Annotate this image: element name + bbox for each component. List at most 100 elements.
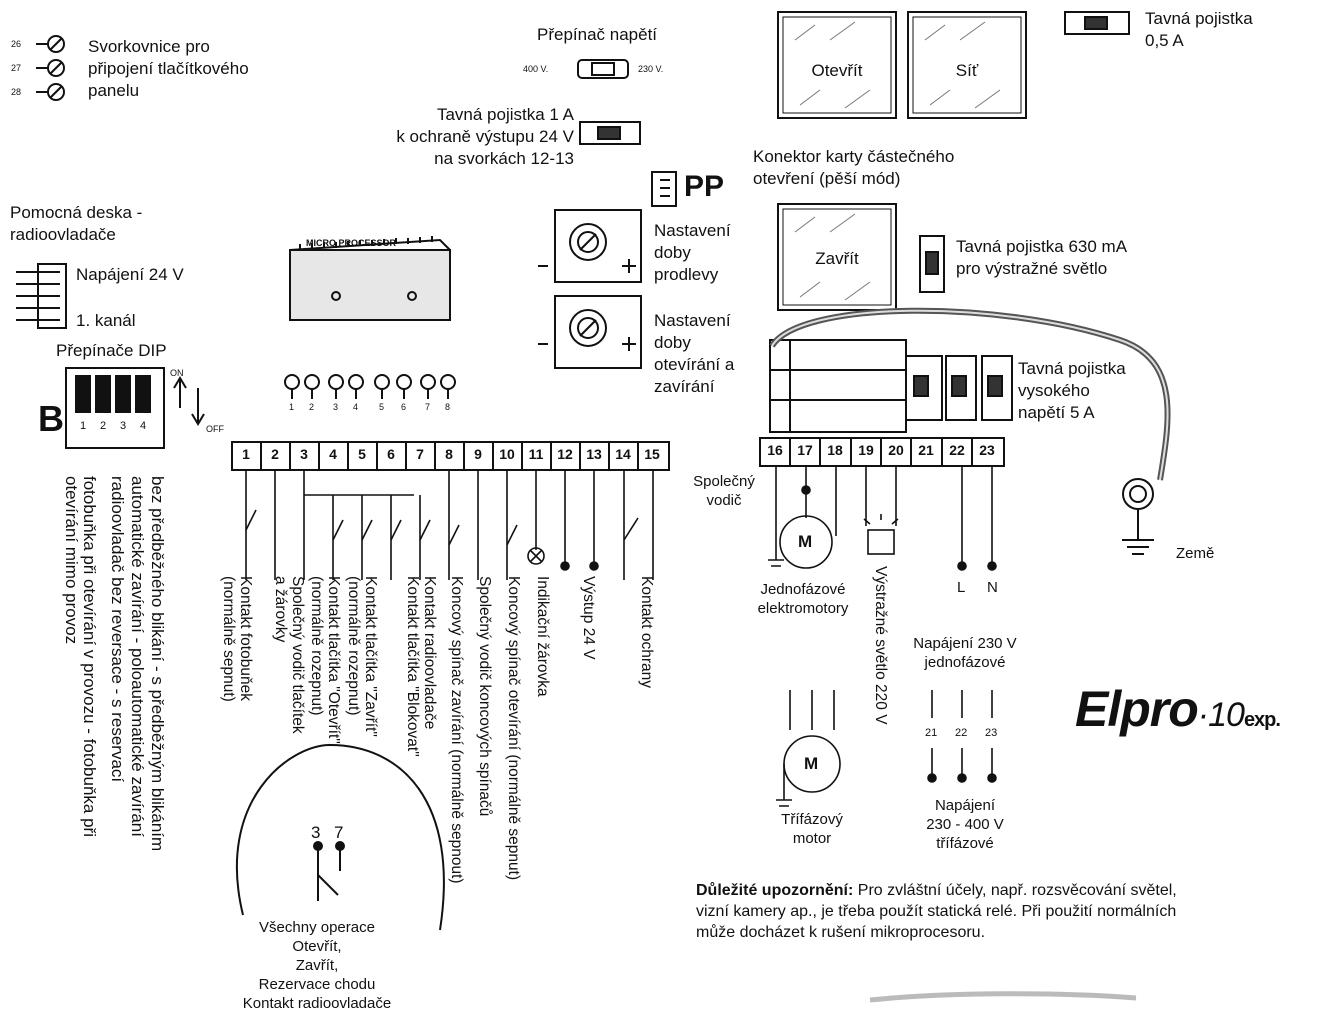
- open-close-potentiometer-icon: [538, 295, 642, 369]
- partial-open-connector-label: Konektor karty částečného otevření (pěší…: [753, 147, 955, 188]
- terminal-2: 2: [271, 446, 279, 462]
- terminal-9: 9: [474, 446, 482, 462]
- terminal-number-26: 26: [11, 39, 22, 49]
- open-close-setting-label: Nastavení doby otevírání a zavírání: [654, 311, 735, 396]
- fuse-1a-icon: [579, 121, 641, 145]
- terminal-15: 15: [644, 446, 660, 462]
- terminal-19: 19: [858, 442, 874, 458]
- led-number-2: 2: [309, 402, 315, 412]
- warning-light-label: Výstražné světlo 220 V: [872, 566, 889, 725]
- brand-sub: ·10: [1197, 696, 1245, 734]
- dip-number-3: 3: [120, 420, 127, 432]
- terminal-desc-indicator: Indikační žárovka: [534, 576, 551, 697]
- led-net-window: [907, 11, 1027, 119]
- channel-1-label: 1. kanál: [76, 311, 136, 330]
- terminal-23: 23: [979, 442, 995, 458]
- fuse-05a-label: Tavná pojistka 0,5 A: [1145, 9, 1253, 50]
- terminal-3: 3: [300, 446, 308, 462]
- note-line3: může docházet k rušení mikroprocesoru.: [696, 924, 986, 941]
- terminal-desc-radio-block: Kontakt radioovladače Kontakt tlačítka "…: [404, 576, 438, 757]
- voltage-switch-title: Přepínač napětí: [537, 25, 658, 44]
- voltage-switch-230: 230 V.: [638, 64, 664, 74]
- circle-terminal-7: 7: [334, 823, 344, 842]
- terminal-6: 6: [387, 446, 395, 462]
- fuse-05a-icon: [1064, 11, 1130, 35]
- terminal-5: 5: [358, 446, 366, 462]
- dip-title: Přepínače DIP: [56, 341, 167, 360]
- single-phase-power-label: Napájení 230 V jednofázové: [913, 635, 1017, 671]
- led-number-1: 1: [289, 402, 295, 412]
- l-label: L: [957, 579, 966, 596]
- fuse-5a-label: Tavná pojistka vysokého napětí 5 A: [1018, 359, 1126, 422]
- three-phase-motor-icon: [776, 690, 841, 807]
- terminal-desc-common-limit: Společný vodič koncových spínačů: [476, 576, 493, 817]
- dip-number-4: 4: [140, 420, 147, 432]
- circle-terminal-3: 3: [311, 823, 321, 842]
- terminal-desc-common-buttons: Společný vodič tlačítek a žárovky: [272, 576, 306, 734]
- aux-board-connector-icon: [16, 263, 67, 329]
- dip-on-label: ON: [170, 368, 184, 378]
- dip-off-label: OFF: [206, 424, 224, 434]
- screw-terminal-icon: [36, 35, 65, 101]
- important-note: Důležité upozornění: Pro zvláštní účely,…: [696, 880, 1177, 943]
- terminal-18: 18: [827, 442, 843, 458]
- led-number-3: 3: [333, 402, 339, 412]
- dip-description-3: radioovladač bez reversace - s reservací: [108, 476, 127, 783]
- terminal-desc-limit-open: Koncový spínač otevírání (normálně sepnu…: [505, 576, 522, 881]
- terminal-22: 22: [949, 442, 965, 458]
- terminal-desc-limit-close: Koncový spínač zavírání (normálně sepnou…: [448, 576, 465, 884]
- fuse-1a-label: Tavná pojistka 1 A k ochraně výstupu 24 …: [396, 105, 574, 168]
- terminal-desc-output-24v: Výstup 24 V: [580, 576, 597, 660]
- delay-potentiometer-icon: [538, 209, 642, 283]
- terminal-number-27: 27: [11, 63, 22, 73]
- pp-connector-icon: [651, 171, 677, 207]
- three-phase-term-22: 22: [955, 727, 968, 739]
- terminal-10: 10: [499, 446, 515, 462]
- dip-description-4: fotobuňka při otevírání v provozu - foto…: [62, 476, 99, 837]
- led-net-label: Síť: [955, 61, 979, 80]
- fuse-630ma-icon: [919, 235, 945, 293]
- terminal-8: 8: [445, 446, 453, 462]
- earth-label: Země: [1176, 545, 1215, 562]
- earth-icon: [1122, 478, 1154, 555]
- all-operations-circle: [236, 743, 445, 931]
- terminal-strip-right: [759, 437, 1005, 467]
- terminal-strip-left: [231, 441, 670, 471]
- three-phase-term-23: 23: [985, 727, 998, 739]
- terminal-13: 13: [586, 446, 602, 462]
- brand-logo: Elpro·10exp.: [1075, 680, 1281, 738]
- common-wire-label: Společný vodič: [693, 473, 755, 509]
- aux-board-label: Pomocná deska - radioovladače: [10, 203, 143, 244]
- terminal-desc-open-button: Kontakt tlačítka "Otevřít" (normálně roz…: [308, 576, 342, 744]
- fuse-630ma-label: Tavná pojistka 630 mA pro výstražné svět…: [956, 237, 1128, 278]
- power-24v-label: Napájení 24 V: [76, 265, 184, 284]
- microprocessor-label: MICRO PROCESSOR: [306, 238, 397, 248]
- led-close-label: Zavřít: [815, 249, 859, 268]
- dip-switch-icon: [65, 367, 205, 449]
- circle-text: Všechny operace Otevřít, Zavřít, Rezerva…: [242, 919, 392, 1012]
- led-number-4: 4: [353, 402, 359, 412]
- led-number-6: 6: [401, 402, 407, 412]
- terminal-17: 17: [797, 442, 813, 458]
- dip-description-1: bez předběžného blikání - s předběžným b…: [148, 476, 167, 852]
- terminal-20: 20: [888, 442, 904, 458]
- delay-setting-label: Nastavení doby prodlevy: [654, 221, 731, 284]
- n-label: N: [987, 579, 998, 596]
- terminal-7: 7: [416, 446, 424, 462]
- note-bold: Důležité upozornění:: [696, 882, 854, 899]
- led-number-8: 8: [445, 402, 451, 412]
- led-open-label: Otevřít: [811, 61, 863, 80]
- terminal-number-28: 28: [11, 87, 22, 97]
- status-leds-icon: [284, 374, 456, 399]
- single-phase-motors-label: Jednofázové elektromotory: [757, 581, 849, 617]
- three-phase-motor-m-symbol: M: [804, 754, 819, 773]
- led-close-window: [777, 203, 897, 311]
- led-open-window: [777, 11, 897, 119]
- terminal-12: 12: [557, 446, 573, 462]
- dip-number-2: 2: [100, 420, 107, 432]
- microprocessor-chip-icon: [289, 236, 451, 321]
- note-line2: vizní kamery ap., je třeba použít static…: [696, 903, 1177, 920]
- terminal-desc-protection: Kontakt ochrany: [638, 576, 655, 689]
- motor-m-symbol: M: [798, 532, 813, 551]
- pp-label: PP: [684, 170, 725, 203]
